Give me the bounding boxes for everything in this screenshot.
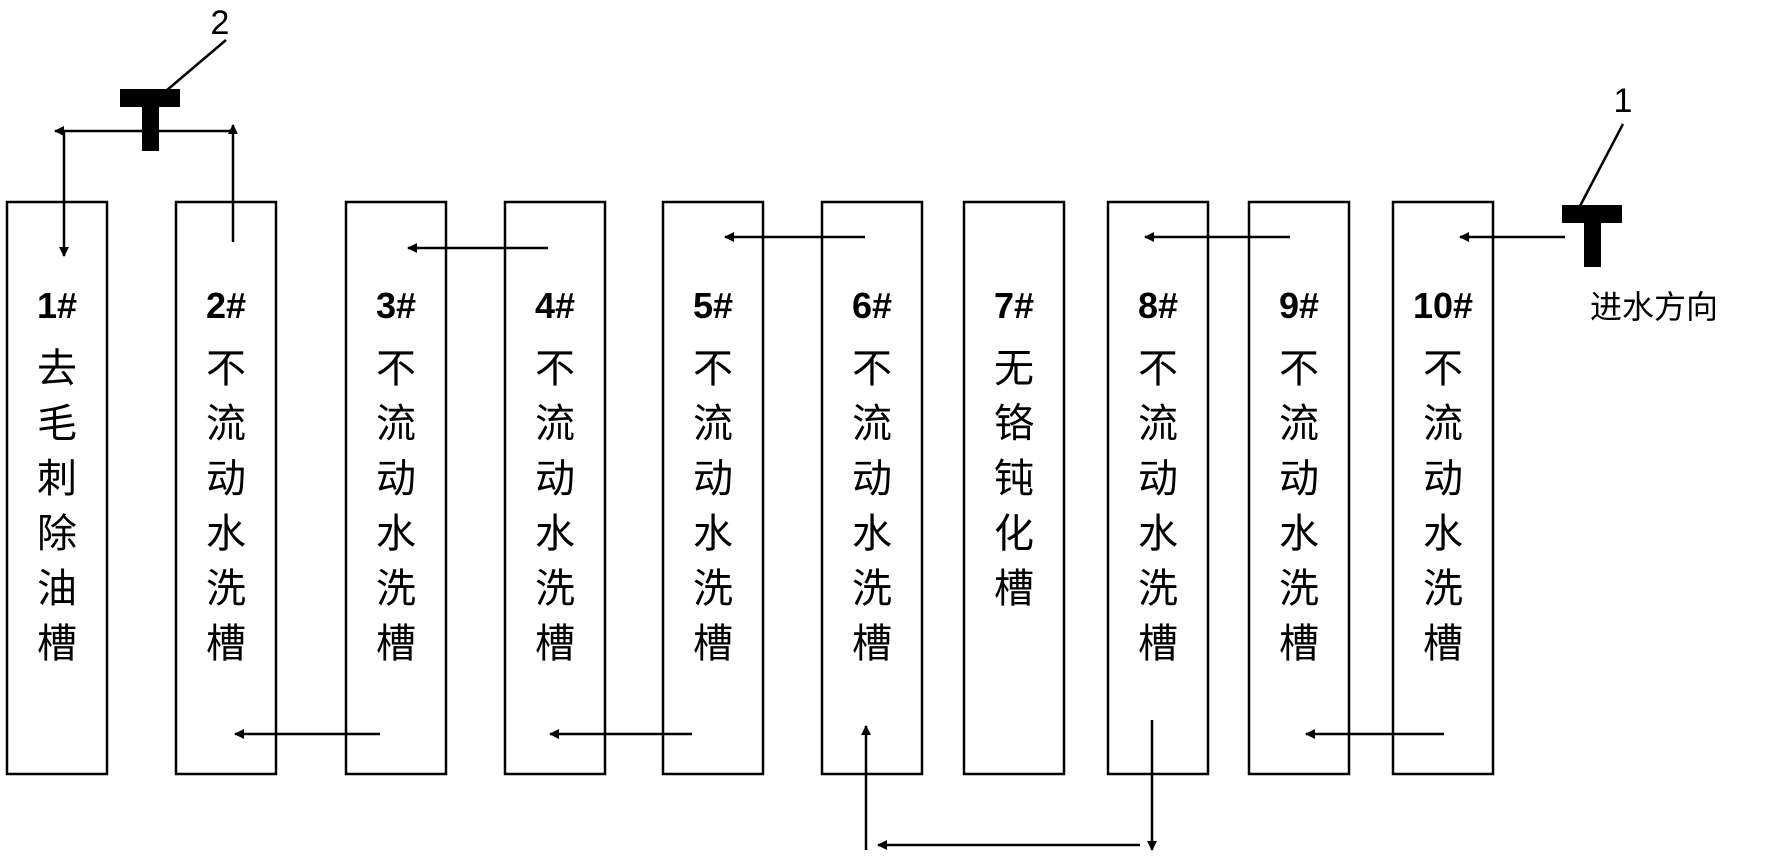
valve-1-label: 1 <box>1614 82 1633 120</box>
tank-outline <box>503 200 607 776</box>
leader-valve-1 <box>1578 123 1625 207</box>
tank-name: 不流动水洗槽 <box>1279 346 1319 667</box>
valves <box>120 89 1622 267</box>
tank-3: 3# 不流动水洗槽 <box>344 200 448 776</box>
tank-number: 8# <box>1138 285 1178 326</box>
tank-name: 不流动水洗槽 <box>206 346 246 667</box>
tank-number: 4# <box>535 285 575 326</box>
tank-7: 7# 无铬钝化槽 <box>962 200 1066 776</box>
tanks-layer: 1# 去毛刺除油槽 2# 不流动水洗槽 3# 不流动水洗槽 4# 不流动水洗槽 5# 不流动水洗槽… <box>5 200 1495 776</box>
tank-2: 2# 不流动水洗槽 <box>174 200 278 776</box>
tank-number: 1# <box>37 285 77 326</box>
tank-number: 5# <box>693 285 733 326</box>
tank-outline <box>1106 200 1210 776</box>
tank-6: 6# 不流动水洗槽 <box>820 200 924 776</box>
tank-outline <box>1391 200 1495 776</box>
tank-name: 不流动水洗槽 <box>1423 346 1463 667</box>
tank-name: 不流动水洗槽 <box>852 346 892 667</box>
tank-5: 5# 不流动水洗槽 <box>661 200 765 776</box>
tank-1: 1# 去毛刺除油槽 <box>5 200 109 776</box>
tank-number: 2# <box>206 285 246 326</box>
tank-outline <box>5 200 109 776</box>
t-valve-icon-2 <box>120 89 180 151</box>
tank-number: 7# <box>994 285 1034 326</box>
tank-outline <box>344 200 448 776</box>
tank-name: 不流动水洗槽 <box>535 346 575 667</box>
inlet-direction-label: 进水方向 <box>1590 288 1718 326</box>
valve-2-label: 2 <box>211 4 230 42</box>
tank-number: 6# <box>852 285 892 326</box>
tank-outline <box>661 200 765 776</box>
tank-outline <box>962 200 1066 776</box>
tank-number: 3# <box>376 285 416 326</box>
tank-10: 10# 不流动水洗槽 <box>1391 200 1495 776</box>
labels: 2 1 进水方向 <box>211 4 1718 326</box>
tank-outline <box>1247 200 1351 776</box>
tank-outline <box>174 200 278 776</box>
tank-number: 9# <box>1279 285 1319 326</box>
tank-name: 不流动水洗槽 <box>693 346 733 667</box>
tank-name: 去毛刺除油槽 <box>37 346 77 667</box>
tank-name: 无铬钝化槽 <box>994 346 1034 612</box>
tank-name: 不流动水洗槽 <box>1138 346 1178 667</box>
t-valve-icon-1 <box>1562 205 1622 267</box>
tank-outline <box>820 200 924 776</box>
tank-8: 8# 不流动水洗槽 <box>1106 200 1210 776</box>
tank-9: 9# 不流动水洗槽 <box>1247 200 1351 776</box>
tank-number: 10# <box>1413 285 1473 326</box>
leader-valve-2 <box>159 39 227 97</box>
tank-name: 不流动水洗槽 <box>376 346 416 667</box>
tank-4: 4# 不流动水洗槽 <box>503 200 607 776</box>
